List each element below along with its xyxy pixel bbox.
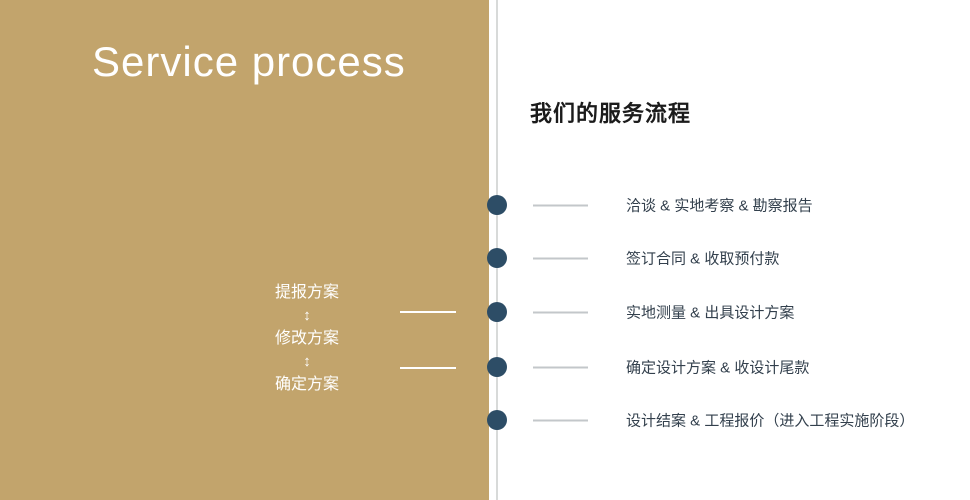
- process-row: 实地测量 & 出具设计方案: [533, 302, 794, 323]
- page-title: Service process: [92, 38, 406, 85]
- row-dash: [533, 311, 588, 313]
- row-dash: [533, 419, 588, 421]
- timeline-dot: [487, 357, 507, 377]
- process-row: 确定设计方案 & 收设计尾款: [533, 357, 809, 378]
- section-title: 我们的服务流程: [530, 101, 692, 126]
- updown-arrow-icon: ↕: [303, 353, 311, 370]
- step-label: 提报方案: [274, 284, 339, 301]
- process-row: 设计结案 & 工程报价（进入工程实施阶段）: [533, 410, 914, 431]
- timeline-dot: [487, 248, 507, 268]
- connector-line: [400, 367, 456, 369]
- process-row-label: 确定设计方案 & 收设计尾款: [626, 359, 810, 377]
- updown-arrow-icon: ↕: [303, 307, 311, 324]
- left-panel: Service process 提报方案 ↕ 修改方案 ↕ 确定方案: [0, 0, 489, 500]
- timeline-dot: [487, 302, 507, 322]
- process-row-label: 设计结案 & 工程报价（进入工程实施阶段）: [626, 412, 915, 430]
- connector-line: [400, 311, 456, 313]
- timeline-dot: [487, 195, 507, 215]
- process-row-label: 签订合同 & 收取预付款: [626, 250, 780, 268]
- process-row: 签订合同 & 收取预付款: [533, 248, 779, 269]
- process-row-label: 实地测量 & 出具设计方案: [626, 304, 795, 322]
- row-dash: [533, 366, 588, 368]
- step-label: 确定方案: [274, 376, 339, 393]
- row-dash: [533, 257, 588, 259]
- step-label: 修改方案: [274, 330, 339, 347]
- row-dash: [533, 204, 588, 206]
- process-row-label: 洽谈 & 实地考察 & 勘察报告: [626, 197, 813, 215]
- design-steps-group: 提报方案 ↕ 修改方案 ↕ 确定方案: [252, 283, 362, 395]
- process-row: 洽谈 & 实地考察 & 勘察报告: [533, 195, 813, 216]
- timeline-dot: [487, 410, 507, 430]
